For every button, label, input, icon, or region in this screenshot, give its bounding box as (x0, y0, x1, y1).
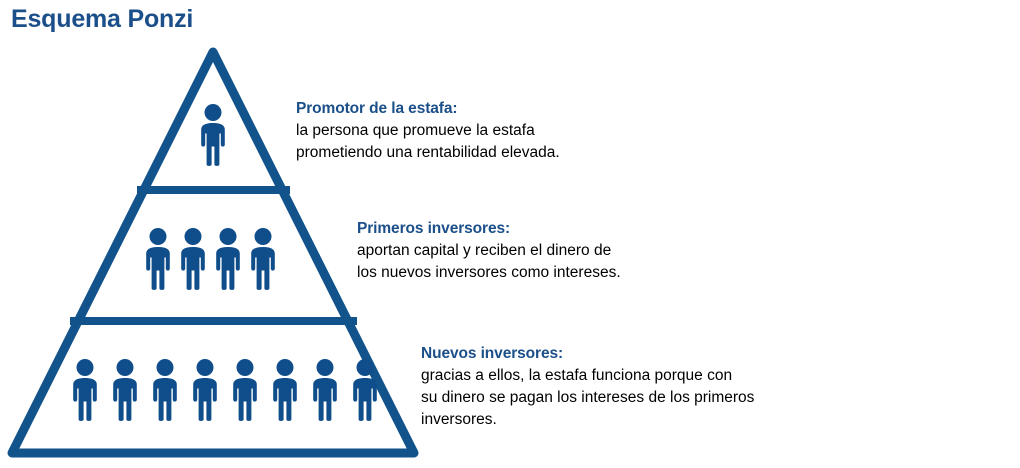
callout-heading: Promotor de la estafa: (296, 100, 458, 117)
person-icon (216, 228, 240, 290)
top-tier-figures (201, 104, 225, 166)
callout-heading: Nuevos inversores: (421, 345, 564, 362)
callout-line: inversores. (421, 411, 497, 428)
person-icon (201, 104, 225, 166)
callout-nuevos-inversores: Nuevos inversores: gracias a ellos, la e… (421, 343, 754, 431)
callout-promotor: Promotor de la estafa: la persona que pr… (296, 98, 560, 164)
callout-primeros-inversores: Primeros inversores: aportan capital y r… (357, 218, 621, 284)
person-icon (353, 359, 377, 421)
page-title: Esquema Ponzi (11, 5, 194, 33)
person-icon (313, 359, 337, 421)
callout-heading: Primeros inversores: (357, 220, 511, 237)
callout-line: gracias a ellos, la estafa funciona porq… (421, 367, 733, 384)
callout-line: su dinero se pagan los intereses de los … (421, 389, 755, 406)
person-icon (251, 228, 275, 290)
callout-line: aportan capital y reciben el dinero de (357, 242, 612, 259)
bottom-tier-figures (73, 359, 377, 421)
callout-line: la persona que promueve la estafa (296, 122, 535, 139)
person-icon (273, 359, 297, 421)
callout-line: prometiendo una rentabilidad elevada. (296, 144, 560, 161)
person-icon (73, 359, 97, 421)
person-icon (153, 359, 177, 421)
middle-tier-figures (146, 228, 275, 290)
person-icon (113, 359, 137, 421)
callout-line: los nuevos inversores como intereses. (357, 264, 621, 281)
person-icon (193, 359, 217, 421)
pyramid-outline (7, 47, 419, 458)
person-icon (181, 228, 205, 290)
person-icon (146, 228, 170, 290)
person-icon (233, 359, 257, 421)
